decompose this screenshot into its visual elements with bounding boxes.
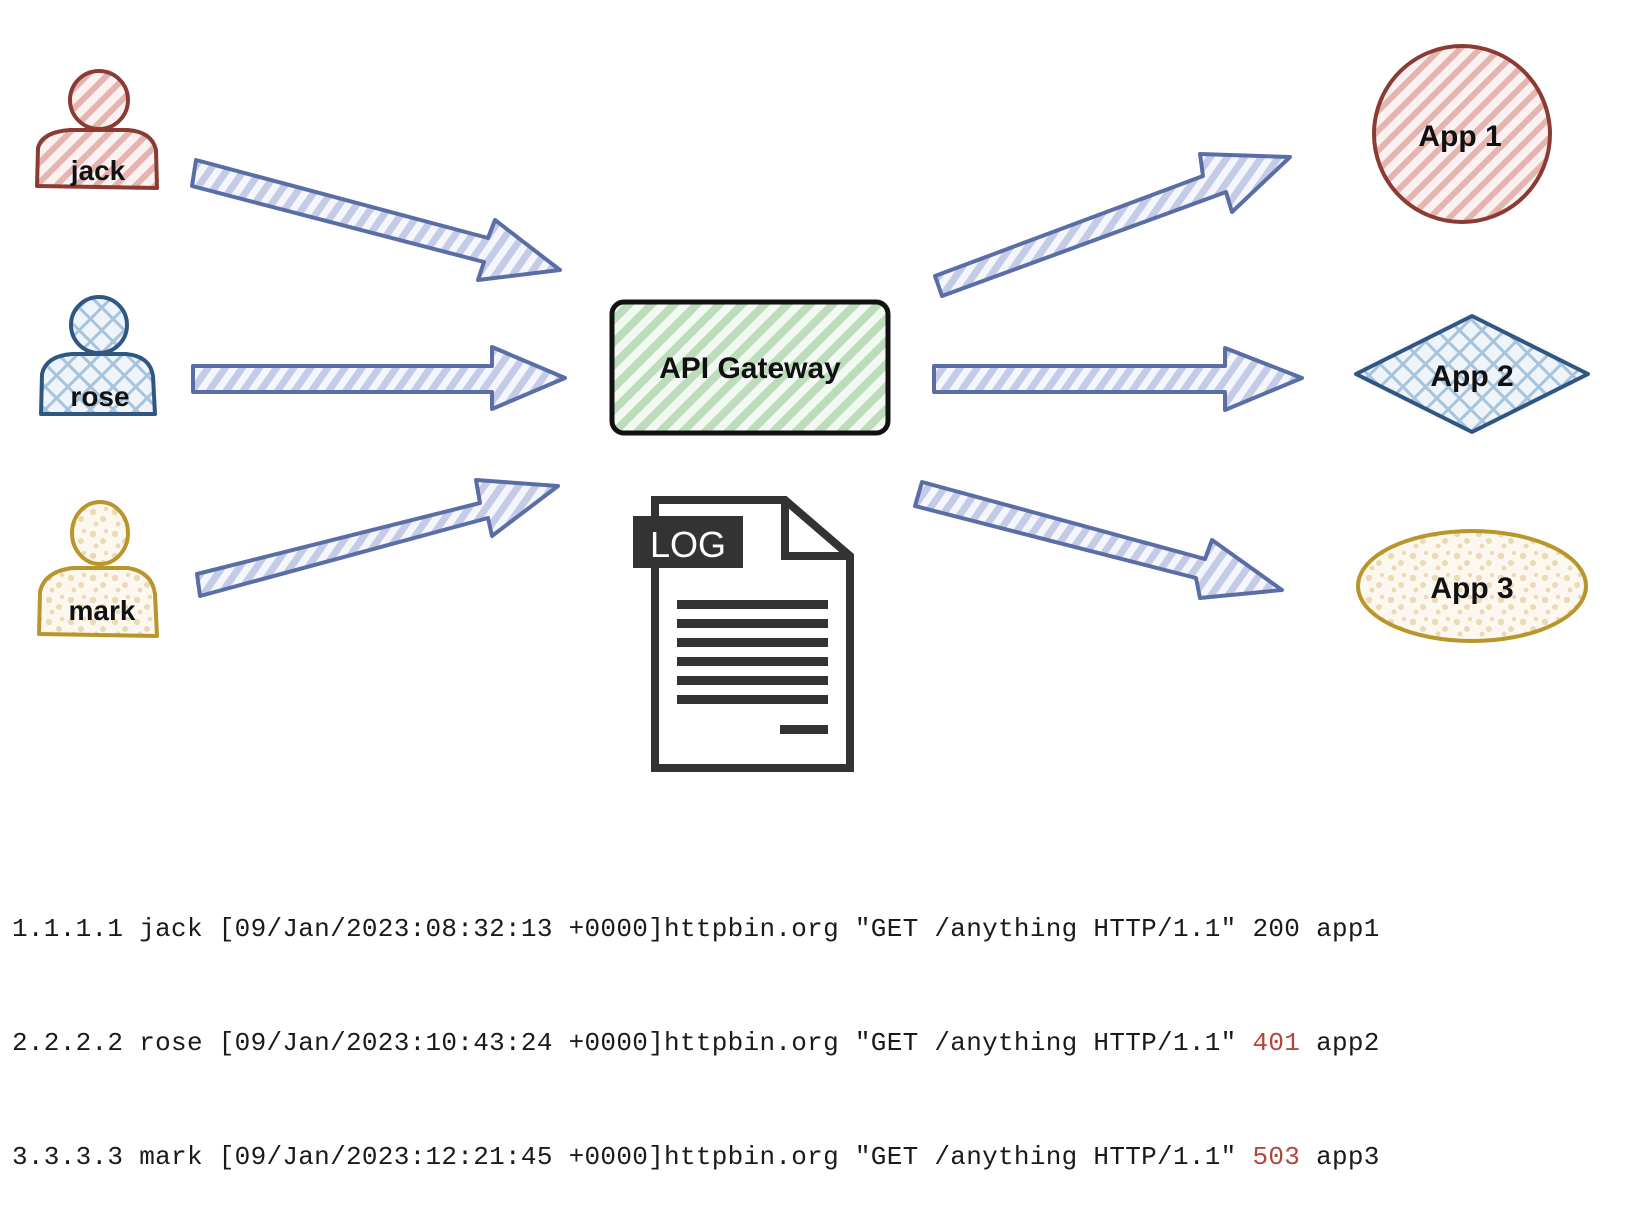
user-rose-label: rose — [70, 381, 129, 412]
log-time: [09/Jan/2023:10:43:24 +0000] — [218, 1028, 665, 1058]
app3-label: App 3 — [1430, 572, 1513, 605]
log-ip: 2.2.2.2 — [12, 1028, 124, 1058]
user-jack-body — [35, 128, 159, 190]
app1-node: App 1 — [1372, 44, 1552, 224]
app2-node: App 2 — [1354, 314, 1590, 434]
user-jack: jack — [35, 69, 159, 190]
log-app: app2 — [1316, 1028, 1380, 1058]
user-rose-body — [39, 352, 157, 416]
log-user: jack — [139, 914, 203, 944]
log-user: rose — [139, 1028, 203, 1058]
log-ip: 1.1.1.1 — [12, 914, 124, 944]
log-host: httpbin.org — [664, 1142, 839, 1172]
log-line: 3.3.3.3 mark [09/Jan/2023:12:21:45 +0000… — [12, 1138, 1380, 1176]
log-host: httpbin.org — [664, 914, 839, 944]
api-gateway-diagram: jack rose mark API Gateway LOG — [35, 44, 1590, 772]
log-time: [09/Jan/2023:12:21:45 +0000] — [218, 1142, 665, 1172]
user-rose-head — [69, 295, 129, 355]
log-ip: 3.3.3.3 — [12, 1142, 124, 1172]
app1-label: App 1 — [1418, 120, 1501, 153]
log-tag-label: LOG — [650, 524, 726, 565]
log-host: httpbin.org — [664, 1028, 839, 1058]
log-request: "GET /anything HTTP/1.1" — [854, 1028, 1237, 1058]
log-line: 1.1.1.1 jack [09/Jan/2023:08:32:13 +0000… — [12, 910, 1380, 948]
user-mark-head — [70, 500, 130, 566]
log-user: mark — [139, 1142, 203, 1172]
user-mark: mark — [37, 500, 159, 638]
log-text-lines — [677, 600, 828, 734]
log-line: 2.2.2.2 rose [09/Jan/2023:10:43:24 +0000… — [12, 1024, 1380, 1062]
user-rose: rose — [39, 295, 157, 416]
api-gateway-label: API Gateway — [659, 352, 841, 385]
log-status: 401 — [1252, 1028, 1301, 1058]
log-app: app1 — [1316, 914, 1380, 944]
user-mark-body — [37, 566, 159, 638]
api-gateway-box: API Gateway — [609, 299, 891, 436]
access-log: 1.1.1.1 jack [09/Jan/2023:08:32:13 +0000… — [12, 834, 1380, 1214]
user-mark-label: mark — [69, 595, 136, 626]
arrow-rose-to-gateway — [191, 345, 567, 411]
arrow-gateway-to-app2 — [932, 346, 1304, 412]
log-tag — [633, 516, 743, 568]
log-status: 200 — [1252, 914, 1301, 944]
log-status: 503 — [1252, 1142, 1301, 1172]
arrow-jack-to-gateway — [190, 158, 562, 282]
app2-label: App 2 — [1430, 360, 1513, 393]
user-jack-head — [68, 69, 130, 131]
arrow-gateway-to-app3 — [913, 480, 1284, 600]
log-time: [09/Jan/2023:08:32:13 +0000] — [218, 914, 665, 944]
arrow-gateway-to-app1 — [933, 152, 1292, 298]
arrow-mark-to-gateway — [195, 478, 560, 598]
user-jack-label: jack — [70, 155, 126, 186]
log-request: "GET /anything HTTP/1.1" — [854, 1142, 1237, 1172]
log-app: app3 — [1316, 1142, 1380, 1172]
log-file-icon: LOG — [633, 496, 854, 772]
app3-node: App 3 — [1356, 529, 1588, 643]
log-request: "GET /anything HTTP/1.1" — [854, 914, 1237, 944]
